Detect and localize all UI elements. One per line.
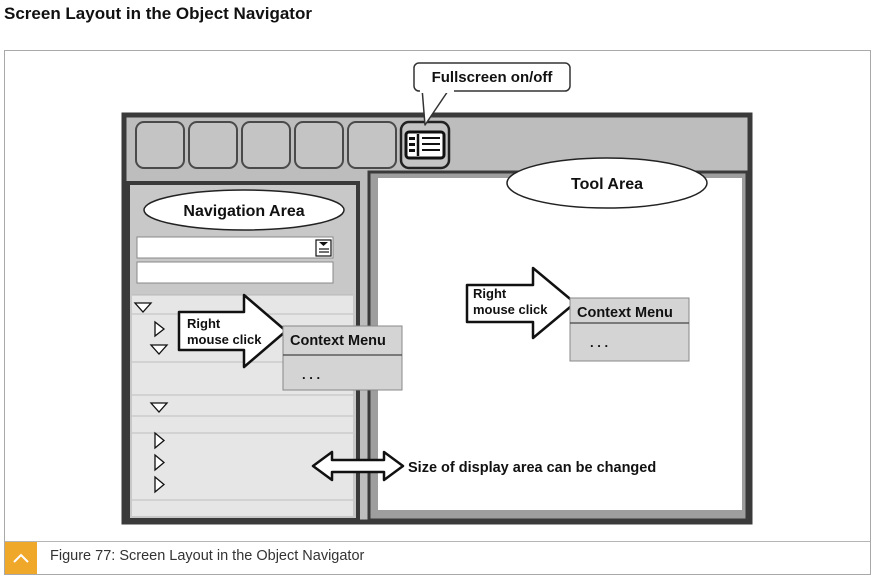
resize-double-arrow-icon[interactable] bbox=[311, 450, 405, 482]
right-context-menu-item[interactable]: . . . bbox=[590, 335, 608, 350]
resize-note: Size of display area can be changed bbox=[408, 460, 656, 476]
toolbar-button[interactable] bbox=[188, 121, 238, 169]
figure-caption: Figure 77: Screen Layout in the Object N… bbox=[50, 548, 365, 564]
object-type-dropdown[interactable] bbox=[136, 236, 334, 259]
right-click-line2: mouse click bbox=[473, 302, 548, 317]
tree-node-expanded-icon[interactable] bbox=[149, 344, 169, 355]
left-context-menu-item[interactable]: . . . bbox=[302, 367, 320, 382]
left-click-line1: Right bbox=[187, 316, 221, 331]
caption-badge[interactable] bbox=[5, 542, 37, 574]
chevron-up-icon bbox=[13, 553, 29, 563]
fullscreen-toggle-icon bbox=[404, 130, 446, 160]
left-click-line2: mouse click bbox=[187, 332, 262, 347]
left-context-menu-title[interactable]: Context Menu bbox=[290, 333, 386, 349]
tree-node-expanded-icon[interactable] bbox=[133, 302, 153, 313]
toolbar-button[interactable] bbox=[294, 121, 344, 169]
object-navigator-diagram: Fullscreen on/off Navigation Area Tool A… bbox=[121, 62, 753, 525]
tree-node-collapsed-icon[interactable] bbox=[154, 320, 166, 338]
caption-divider bbox=[5, 541, 870, 542]
tool-area-label-bubble bbox=[506, 157, 708, 209]
toolbar-button[interactable] bbox=[347, 121, 397, 169]
dropdown-list-icon[interactable] bbox=[315, 239, 332, 257]
toolbar-button[interactable] bbox=[135, 121, 185, 169]
tree-node-collapsed-icon[interactable] bbox=[154, 475, 166, 494]
toolbar bbox=[135, 120, 451, 170]
left-context-menu: Context Menu . . . bbox=[282, 325, 403, 391]
callout-text: Fullscreen on/off bbox=[432, 69, 554, 86]
tree-node-expanded-icon[interactable] bbox=[149, 402, 169, 413]
navigation-area-label: Navigation Area bbox=[183, 203, 304, 220]
toolbar-button[interactable] bbox=[241, 121, 291, 169]
navigation-area-label-bubble bbox=[143, 189, 345, 231]
tool-area-label: Tool Area bbox=[571, 176, 643, 193]
right-click-line1: Right bbox=[473, 286, 507, 301]
tree-node-collapsed-icon[interactable] bbox=[154, 453, 166, 472]
left-right-click-arrow: Right mouse click bbox=[177, 293, 288, 369]
page-heading: Screen Layout in the Object Navigator bbox=[4, 4, 312, 23]
right-right-click-arrow: Right mouse click bbox=[465, 266, 577, 340]
right-context-menu: Context Menu . . . bbox=[569, 297, 690, 362]
object-name-input[interactable] bbox=[136, 261, 334, 284]
fullscreen-callout: Fullscreen on/off bbox=[413, 62, 571, 126]
right-context-menu-title[interactable]: Context Menu bbox=[577, 305, 673, 321]
tree-node-collapsed-icon[interactable] bbox=[154, 431, 166, 450]
